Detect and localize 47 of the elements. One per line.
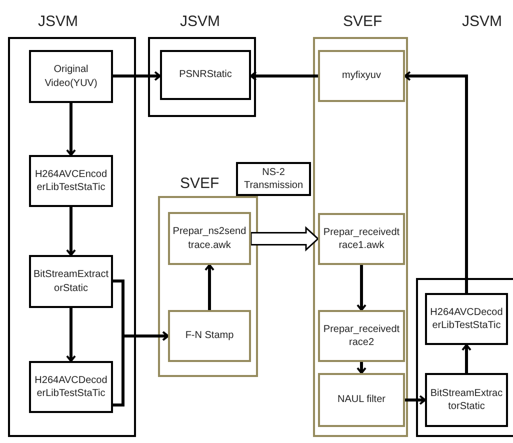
process-box bbox=[168, 310, 251, 362]
box-label: NS-2 Transmission bbox=[242, 166, 304, 192]
group-title: JSVM bbox=[38, 13, 78, 30]
arrow bbox=[204, 264, 214, 310]
arrow bbox=[66, 207, 76, 256]
process-box bbox=[318, 373, 405, 427]
box-label: H264AVCDecoderLibTestStaTic bbox=[429, 306, 504, 332]
arrow bbox=[113, 71, 161, 81]
process-box bbox=[29, 155, 113, 207]
box-label: H264AVCEncoderLibTestStaTic bbox=[34, 168, 108, 194]
arrow bbox=[404, 71, 468, 293]
process-box bbox=[29, 50, 113, 103]
arrow bbox=[405, 395, 426, 405]
arrow bbox=[356, 362, 366, 374]
arrow bbox=[66, 308, 76, 362]
arrow bbox=[250, 71, 318, 81]
box-label: BitStreamExtractorStatic bbox=[429, 386, 504, 414]
arrow bbox=[462, 344, 472, 373]
process-box bbox=[318, 50, 405, 102]
box-label: myfixyuv bbox=[341, 69, 382, 83]
process-box bbox=[425, 293, 508, 345]
box-label: Prepar_receivedtrace2 bbox=[322, 322, 401, 350]
process-box bbox=[29, 361, 113, 413]
process-box bbox=[425, 373, 508, 427]
process-box bbox=[29, 255, 113, 308]
process-box bbox=[318, 310, 405, 362]
process-box bbox=[168, 212, 251, 265]
box-label: H264AVCDecoderLibTestStaTic bbox=[34, 374, 108, 400]
group-title: JSVM bbox=[180, 13, 220, 30]
box-label: Prepar_ns2sendtrace.awk bbox=[172, 225, 248, 252]
process-box bbox=[160, 50, 251, 100]
arrow bbox=[356, 265, 366, 311]
box-label: NAUL filter bbox=[336, 393, 386, 407]
process-box bbox=[318, 213, 405, 265]
arrow bbox=[66, 103, 76, 156]
box-label: F-N Stamp bbox=[184, 329, 235, 343]
column-title: JSVM bbox=[462, 13, 502, 30]
box-label: PSNRStatic bbox=[178, 68, 233, 82]
process-box bbox=[236, 162, 311, 196]
box-label: Original Video(YUV) bbox=[44, 63, 98, 90]
group-frame bbox=[416, 278, 513, 437]
box-label: Prepar_receivedtrace1.awk bbox=[322, 226, 401, 252]
group-title: SVEF bbox=[180, 175, 220, 192]
box-label: BitStreamExtractorStatic bbox=[32, 268, 110, 295]
arrow bbox=[113, 331, 169, 406]
block-arrow bbox=[250, 226, 320, 252]
group-title: SVEF bbox=[343, 13, 382, 30]
